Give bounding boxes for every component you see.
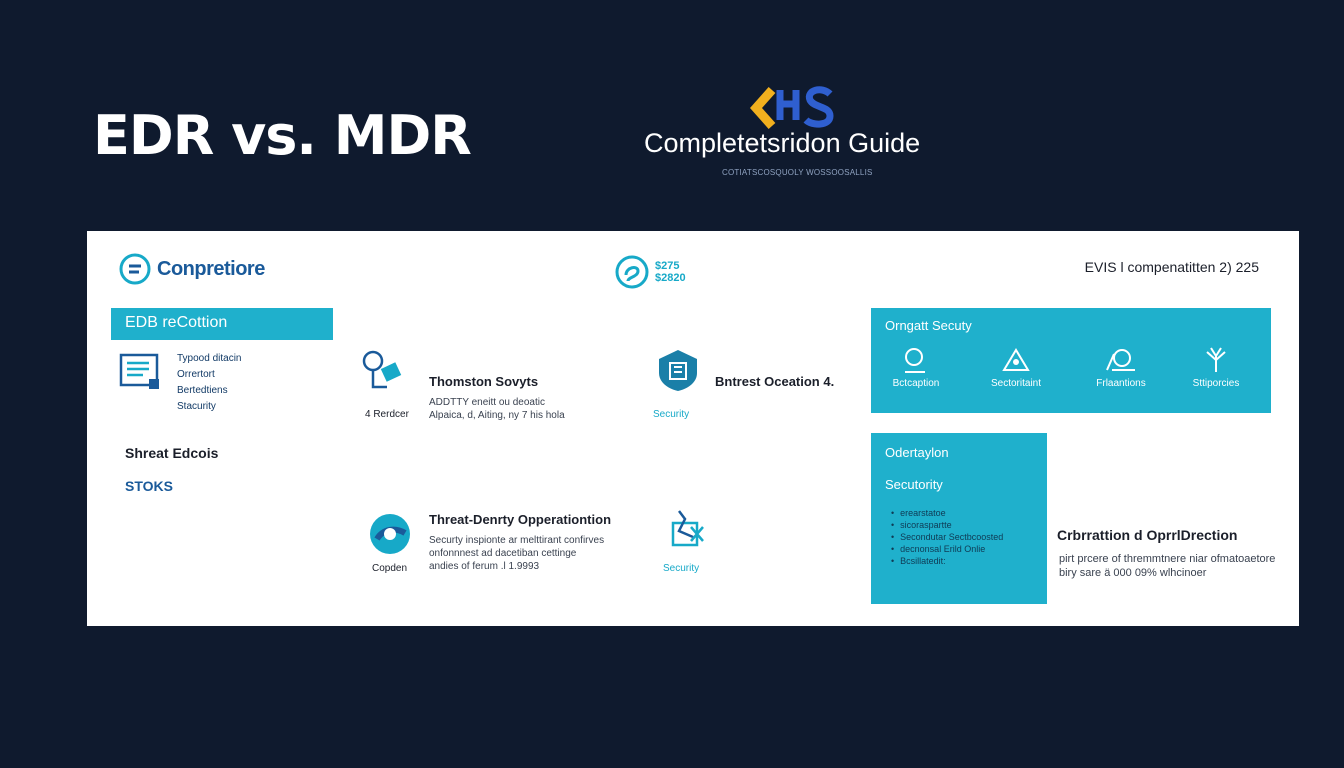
hero-title: EDR vs. MDR xyxy=(93,104,472,167)
card2-title: Bntrest Oceation 4. xyxy=(715,374,835,389)
card1-desc-line: ADDTTY eneitt ou deoatic xyxy=(429,397,545,408)
disc-icon xyxy=(370,514,410,554)
tent-icon xyxy=(1002,348,1030,371)
pen-tool-icon xyxy=(671,510,704,547)
card1-icon-label: 4 Rerdcer xyxy=(365,409,409,420)
logo-icon xyxy=(750,86,834,129)
edr-header: EDB reCottion xyxy=(111,308,333,340)
comparison-panel: Conpretiore $275 $2820 EVIS l compenatit… xyxy=(87,231,1299,626)
operation-title: Odertaylon xyxy=(885,445,949,460)
orp-title: Crbrrattion d OprrlDrection xyxy=(1057,527,1238,543)
card3-title: Threat-Denrty Opperationtion xyxy=(429,512,612,527)
card3-desc: Securty inspionte ar melttirant confirve… xyxy=(429,534,604,573)
edr-item: Bertedtiens xyxy=(177,385,228,396)
orp-desc-line: pirt prcere of thremmtnere niar ofmatoae… xyxy=(1059,553,1276,565)
operation-list-item: decnonsal Erild Onlie xyxy=(891,543,1003,555)
badge-icon xyxy=(615,255,649,289)
document-icon xyxy=(119,353,159,389)
top-right-label: EVIS l compenatitten 2) 225 xyxy=(1084,259,1259,275)
card1-desc-line: Alpaica, d, Aiting, ny 7 his hola xyxy=(429,410,565,421)
operation-list-item: Secondutar Sectbcoosted xyxy=(891,531,1003,543)
tools-icon xyxy=(362,350,402,389)
edr-item: Stacurity xyxy=(177,401,216,412)
person-icon xyxy=(905,348,925,373)
feature-item: Frlaantions xyxy=(1076,346,1166,389)
hands-icon xyxy=(1106,349,1135,371)
shield-icon xyxy=(659,350,697,391)
feature-label: Bctcaption xyxy=(892,378,940,389)
card3-desc-line: onfonnnest ad dacetiban cettinge xyxy=(429,548,577,559)
guide-title: Completetsridon Guide xyxy=(644,128,921,158)
operation-list-item: sicoraspartte xyxy=(891,519,1003,531)
brand: Conpretiore xyxy=(119,253,265,285)
feature-label: Frlaantions xyxy=(1096,378,1146,389)
edr-list: Typood ditacin Orrertort Bertedtiens Sta… xyxy=(177,351,242,415)
card1-title: Thomston Sovyts xyxy=(429,374,539,389)
feature-item: Sttiporcies xyxy=(1171,346,1261,389)
card2-icon-label: Security xyxy=(653,409,690,420)
edr-item: Typood ditacin xyxy=(177,353,242,364)
stoks-heading: STOKS xyxy=(125,478,173,494)
card3-desc-line: Securty inspionte ar melttirant confirve… xyxy=(429,535,605,546)
brand-name: Conpretiore xyxy=(157,257,265,280)
feature-label: Sttiporcies xyxy=(1192,378,1240,389)
card3-icon-label: Copden xyxy=(372,563,408,574)
managed-security-block: Orngatt Secuty Bctcaption Sectoritaint F… xyxy=(871,308,1271,413)
plant-icon xyxy=(1206,347,1226,372)
orp-desc: pirt prcere of thremmtnere niar ofmatoae… xyxy=(1059,552,1275,580)
brand-icon xyxy=(119,253,151,285)
feature-label: Sectoritaint xyxy=(990,378,1042,389)
operation-list-item: Bcsillatedit: xyxy=(891,555,1003,567)
operation-list-item: erearstatoe xyxy=(891,507,1003,519)
badge-line-2: $2820 xyxy=(655,272,686,284)
card3-desc-line: andies of ferum .l 1.9993 xyxy=(429,561,540,572)
feature-item: Bctcaption xyxy=(871,346,961,389)
operation-block: Odertaylon Secutority erearstatoe sicora… xyxy=(871,433,1047,604)
operation-list: erearstatoe sicoraspartte Secondutar Sec… xyxy=(891,507,1003,567)
orp-desc-line: biry sare ä 000 09% wlhcinoer xyxy=(1059,567,1207,579)
card1-desc: ADDTTY eneitt ou deoatic Alpaica, d, Ait… xyxy=(429,396,565,422)
guide-subtitle: COTIATSCOSQUOLY WOSSOOSALLIS xyxy=(722,168,873,177)
badge-line-1: $275 xyxy=(655,260,680,272)
managed-security-title: Orngatt Secuty xyxy=(885,318,972,333)
feature-item: Sectoritaint xyxy=(971,346,1061,389)
card4-icon-label: Security xyxy=(663,563,700,574)
shreat-heading: Shreat Edcois xyxy=(125,445,219,461)
operation-subtitle: Secutority xyxy=(885,477,943,492)
price-badge: $275 $2820 xyxy=(615,255,686,289)
edr-item: Orrertort xyxy=(177,369,215,380)
